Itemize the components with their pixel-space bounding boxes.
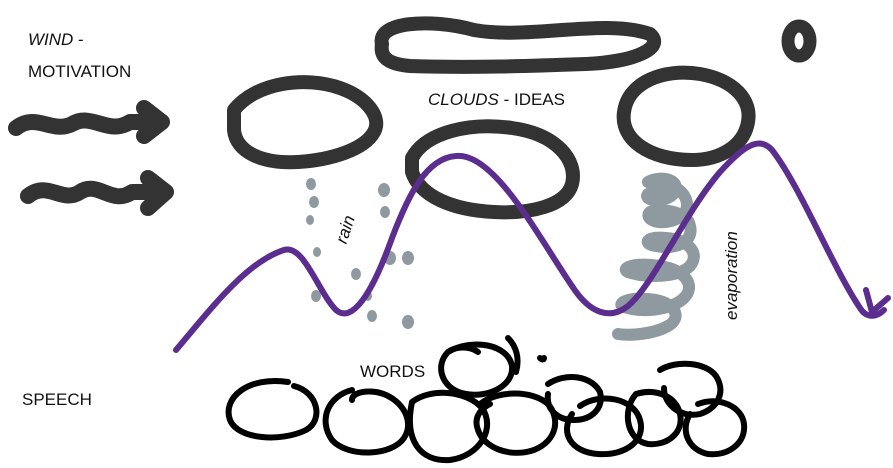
clouds-label: CLOUDS - IDEAS [428,90,565,110]
cloud-icon [227,75,384,170]
speech-label: SPEECH [22,390,92,409]
wind-dash: - [73,30,84,49]
words-label: WORDS [360,362,426,381]
evaporation-label: evaporation [722,231,741,320]
cloud-icon [616,65,756,167]
cloud-icon [374,16,661,74]
wind-arrow-icon [8,100,170,144]
clouds-rest: - IDEAS [498,90,565,109]
wind-arrow-icon [20,170,174,216]
evaporation-spiral-icon [612,172,700,341]
motivation-label: MOTIVATION [28,62,132,81]
wind-label: WIND - [28,30,84,50]
clouds-word: CLOUDS [428,90,499,109]
sun-icon [781,19,817,63]
speech-wave-line [173,140,891,353]
wind-word: WIND [28,30,74,49]
cloud-icon [405,119,580,220]
word-blob-icon [225,335,748,464]
